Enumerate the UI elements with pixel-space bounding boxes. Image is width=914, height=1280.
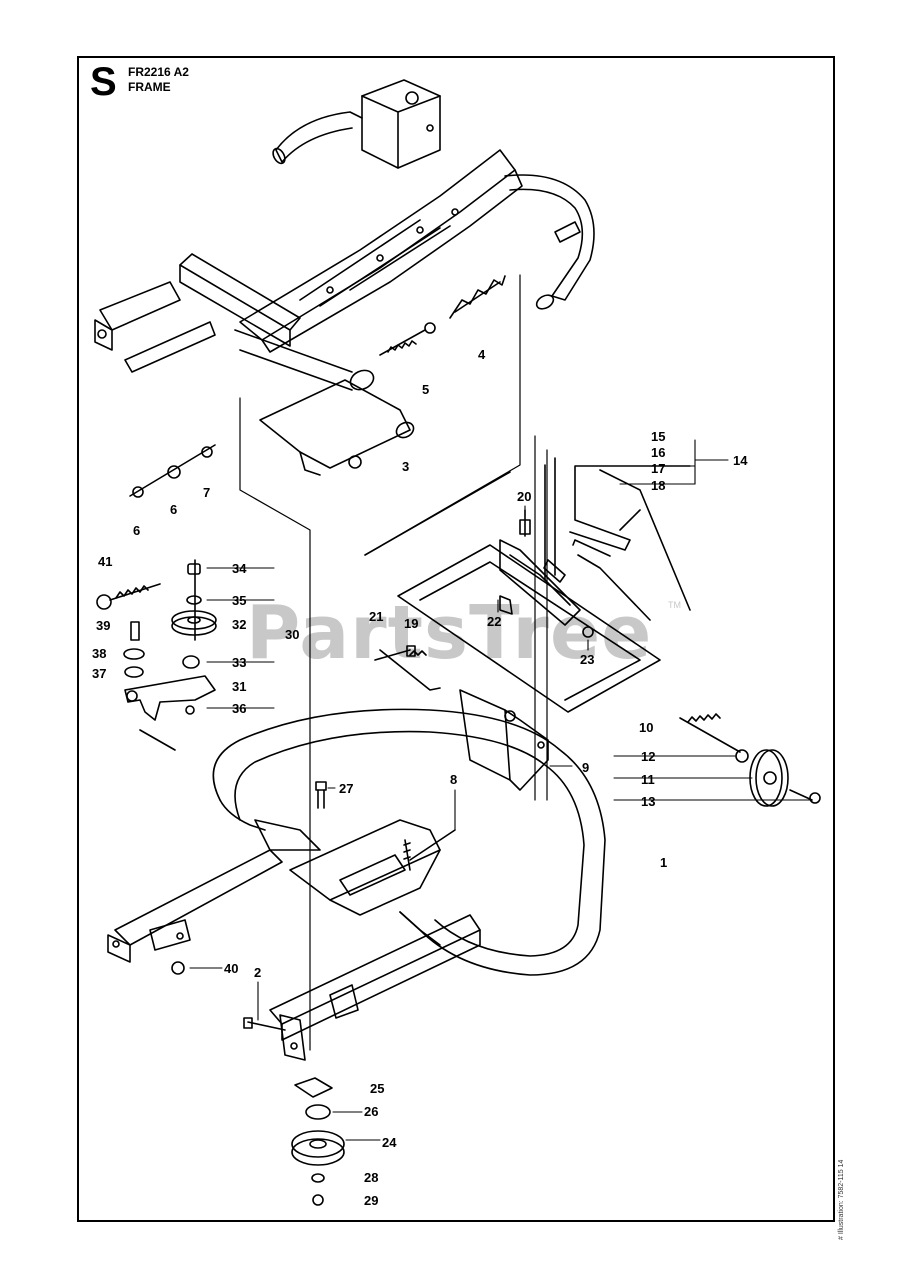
callout-13[interactable]: 13 bbox=[641, 794, 656, 809]
callout-40[interactable]: 40 bbox=[224, 961, 239, 976]
callout-41[interactable]: 41 bbox=[98, 554, 113, 569]
callout-34[interactable]: 34 bbox=[232, 561, 247, 576]
callout-30[interactable]: 30 bbox=[285, 627, 300, 642]
callout-1[interactable]: 1 bbox=[660, 855, 668, 870]
section-letter: S bbox=[90, 60, 117, 104]
diagram-border bbox=[77, 56, 835, 1222]
callout-33[interactable]: 33 bbox=[232, 655, 247, 670]
reference-outline bbox=[239, 274, 548, 1051]
callout-4[interactable]: 4 bbox=[478, 347, 486, 362]
callout-20[interactable]: 20 bbox=[517, 489, 532, 504]
callout-10[interactable]: 10 bbox=[639, 720, 654, 735]
callout-28[interactable]: 28 bbox=[364, 1170, 379, 1185]
callout-23[interactable]: 23 bbox=[580, 652, 595, 667]
callout-21[interactable]: 21 bbox=[369, 609, 384, 624]
front-wheel-group bbox=[679, 713, 821, 807]
callout-7[interactable]: 7 bbox=[203, 485, 211, 500]
callout-18[interactable]: 18 bbox=[651, 478, 666, 493]
model-code: FR2216 A2 bbox=[128, 65, 189, 79]
callout-2[interactable]: 2 bbox=[254, 965, 262, 980]
callout-24[interactable]: 24 bbox=[382, 1135, 397, 1150]
callout-15[interactable]: 15 bbox=[651, 429, 666, 444]
callout-39[interactable]: 39 bbox=[96, 618, 111, 633]
callout-11[interactable]: 11 bbox=[641, 772, 655, 787]
callout-37[interactable]: 37 bbox=[92, 666, 107, 681]
callout-32[interactable]: 32 bbox=[232, 617, 247, 632]
callout-17[interactable]: 17 bbox=[651, 461, 666, 476]
misc-hardware bbox=[171, 509, 526, 1031]
callout-36[interactable]: 36 bbox=[232, 701, 247, 716]
callout-12[interactable]: 12 bbox=[641, 749, 656, 764]
idler-pulley-group bbox=[96, 559, 217, 751]
callout-8[interactable]: 8 bbox=[450, 772, 458, 787]
callout-31[interactable]: 31 bbox=[232, 679, 247, 694]
illustration-id: # Illustration: 7582-115 14 bbox=[838, 1159, 845, 1240]
bottom-pulley-group bbox=[291, 1077, 345, 1206]
washers-left-top bbox=[129, 444, 216, 498]
deck-bracket-group bbox=[364, 457, 691, 713]
leader-lines bbox=[189, 439, 811, 1141]
spring-and-bolt bbox=[379, 275, 506, 356]
watermark-trademark: TM bbox=[668, 600, 681, 610]
callout-6a[interactable]: 6 bbox=[170, 502, 178, 517]
callout-14[interactable]: 14 bbox=[733, 453, 748, 468]
callout-3[interactable]: 3 bbox=[402, 459, 410, 474]
lower-frame-assembly bbox=[107, 689, 606, 1061]
callout-35[interactable]: 35 bbox=[232, 593, 247, 608]
callout-25[interactable]: 25 bbox=[370, 1081, 385, 1096]
callout-22[interactable]: 22 bbox=[487, 614, 502, 629]
callout-9[interactable]: 9 bbox=[582, 760, 590, 775]
callout-27[interactable]: 27 bbox=[339, 781, 354, 796]
callout-6b[interactable]: 6 bbox=[133, 523, 141, 538]
callout-19[interactable]: 19 bbox=[404, 616, 419, 631]
upper-frame-assembly bbox=[94, 79, 595, 476]
section-name: FRAME bbox=[128, 80, 171, 94]
callout-16[interactable]: 16 bbox=[651, 445, 666, 460]
callout-29[interactable]: 29 bbox=[364, 1193, 379, 1208]
callout-5[interactable]: 5 bbox=[422, 382, 430, 397]
callout-38[interactable]: 38 bbox=[92, 646, 107, 661]
callout-26[interactable]: 26 bbox=[364, 1104, 379, 1119]
